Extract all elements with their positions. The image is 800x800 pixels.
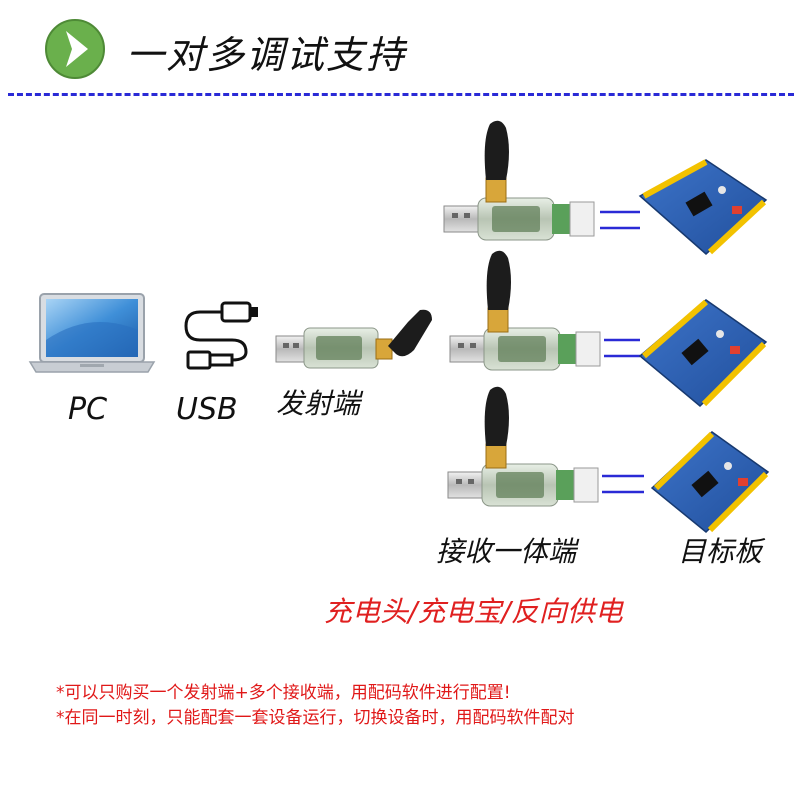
play-arrow-icon (45, 19, 105, 79)
transmitter-dongle (275, 309, 432, 369)
target-board-1 (638, 159, 768, 256)
laptop-icon (28, 293, 156, 373)
label-target-board: 目标板 (678, 535, 763, 568)
connection-lines (600, 210, 644, 494)
receiver-dongle-1 (443, 120, 595, 241)
receiver-dongle-2 (449, 250, 601, 371)
label-pc: PC (68, 392, 108, 427)
target-board-2 (638, 299, 768, 408)
footnote-2: *在同一时刻，只能配套一套设备运行，切换设备时，用配码软件配对 (56, 708, 575, 728)
label-receiver: 接收一体端 (436, 535, 577, 568)
power-note: 充电头/充电宝/反向供电 (324, 595, 623, 628)
receiver-dongle-3 (447, 386, 599, 507)
label-transmitter: 发射端 (276, 387, 361, 420)
page-title: 一对多调试支持 (126, 33, 407, 77)
label-usb: USB (176, 392, 238, 427)
header-divider (8, 93, 794, 96)
footnote-1: *可以只购买一个发射端+多个接收端，用配码软件进行配置! (56, 683, 511, 703)
target-board-3 (650, 431, 770, 534)
usb-cable-icon (184, 301, 258, 370)
